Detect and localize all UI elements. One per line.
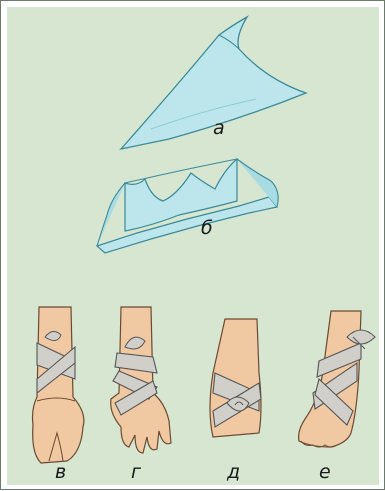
label-v: в bbox=[55, 463, 66, 482]
hand-back bbox=[111, 307, 171, 453]
hand-palm bbox=[33, 307, 84, 463]
label-g: г bbox=[131, 463, 141, 482]
folded-bandage bbox=[97, 159, 278, 253]
label-a: а bbox=[213, 119, 225, 138]
label-e: е bbox=[319, 463, 331, 482]
label-b: б bbox=[201, 219, 213, 238]
label-d: д bbox=[227, 463, 240, 482]
foot bbox=[299, 311, 375, 447]
ankle bbox=[210, 319, 261, 437]
